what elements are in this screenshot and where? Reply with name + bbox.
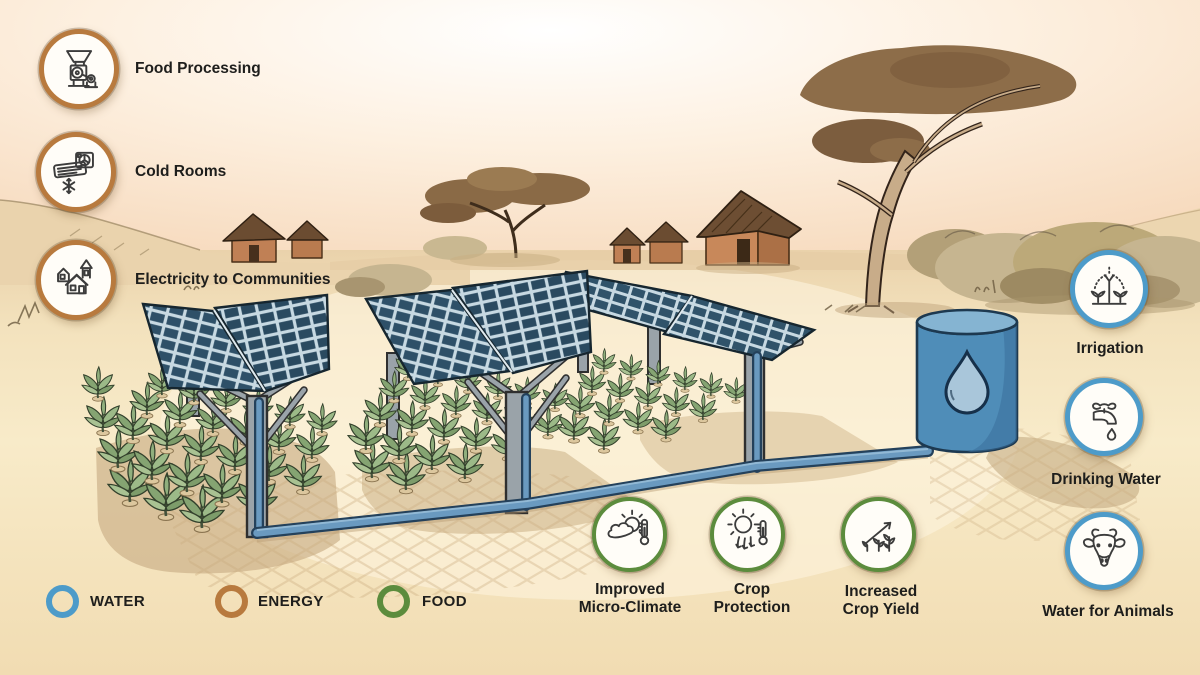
improved-micro-climate-icon — [607, 509, 649, 545]
water-for-animals-badge — [1065, 512, 1143, 590]
hut-small-left2 — [286, 220, 329, 259]
crop-protection-badge — [710, 497, 785, 572]
improved-micro-climate-label: Improved Micro-Climate — [578, 581, 682, 616]
cold-rooms-icon — [53, 151, 94, 195]
legend-water-ring — [46, 585, 79, 618]
electricity-to-communities-icon — [56, 259, 93, 295]
legend-food-ring — [377, 585, 410, 618]
crop-protection-label: Crop Protection — [713, 581, 791, 616]
grass-marks — [7, 279, 996, 327]
drinking-water-badge — [1065, 378, 1143, 456]
water-tank — [915, 308, 1019, 454]
hut-large — [696, 190, 802, 274]
legend-water-label: WATER — [90, 593, 146, 610]
water-pipe — [251, 351, 934, 543]
acacia-tree-large — [800, 45, 1077, 318]
irrigation-badge — [1070, 250, 1148, 328]
hut-small-mid — [609, 227, 646, 264]
hut-small-mid2 — [644, 221, 689, 264]
crop-protection-icon — [726, 508, 768, 550]
acacia-tree-mid — [420, 167, 590, 267]
hut-small-left — [222, 213, 286, 263]
village-huts — [222, 190, 802, 274]
water-for-animals-label: Water for Animals — [1042, 603, 1174, 620]
water-for-animals-icon — [1082, 528, 1126, 567]
food-processing-icon — [65, 49, 99, 89]
electricity-to-communities-badge — [36, 240, 116, 320]
electricity-to-communities-label: Electricity to Communities — [135, 271, 331, 288]
legend-energy-ring — [215, 585, 248, 618]
food-processing-badge — [39, 29, 119, 109]
increased-crop-yield-icon — [861, 521, 895, 552]
irrigation-icon — [1090, 264, 1128, 305]
food-processing-label: Food Processing — [135, 60, 261, 77]
increased-crop-yield-label: Increased Crop Yield — [842, 583, 920, 618]
cold-rooms-badge — [36, 132, 116, 212]
water-drop-symbol — [944, 348, 990, 415]
bush-mid-small — [335, 264, 432, 297]
irrigation-label: Irrigation — [1076, 340, 1144, 357]
improved-micro-climate-badge — [592, 497, 667, 572]
drinking-water-icon — [1091, 402, 1117, 441]
increased-crop-yield-badge — [841, 497, 916, 572]
legend-food-label: FOOD — [422, 593, 467, 610]
legend-energy-label: ENERGY — [258, 593, 324, 610]
drinking-water-label: Drinking Water — [1051, 471, 1161, 488]
cold-rooms-label: Cold Rooms — [135, 163, 227, 180]
